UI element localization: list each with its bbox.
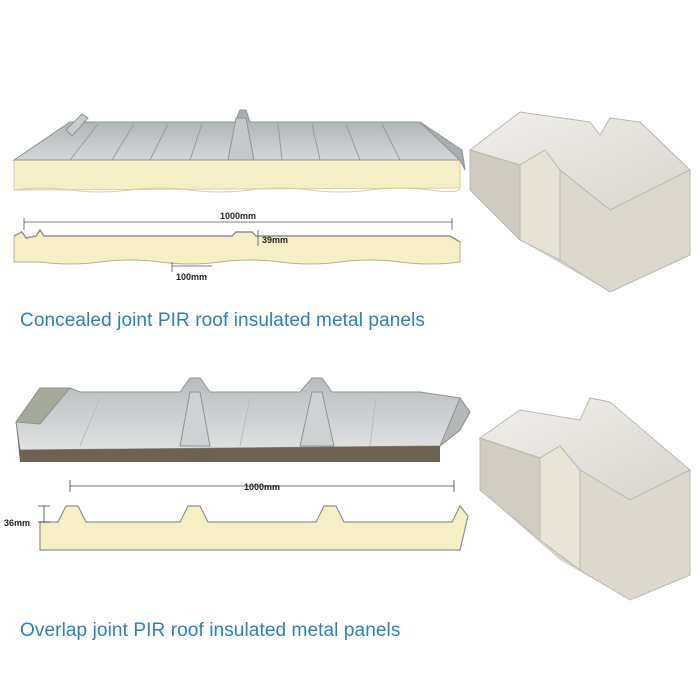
concealed-cross-section	[13, 218, 461, 272]
overlap-height-label: 36mm	[4, 518, 30, 528]
overlap-joint-section: 1000mm 36mm Overlap joint PIR roof insul…	[0, 350, 700, 700]
overlap-panel-3d	[15, 377, 471, 462]
concealed-joint-section: 1000mm 39mm 100mm Concealed joint PIR ro…	[12, 109, 691, 331]
overlap-width-label: 1000mm	[244, 482, 280, 492]
concealed-panel-3d	[12, 109, 466, 193]
concealed-joint-caption: Concealed joint PIR roof insulated metal…	[20, 310, 425, 331]
concealed-rib-label: 100mm	[176, 272, 207, 282]
concealed-width-label: 1000mm	[220, 211, 256, 221]
overlap-joint-illustration: 1000mm 36mm	[4, 377, 691, 601]
concealed-height-label: 39mm	[262, 235, 288, 245]
overlap-joint-caption: Overlap joint PIR roof insulated metal p…	[20, 620, 401, 641]
concealed-block-3d	[468, 111, 691, 293]
overlap-block-3d	[478, 397, 691, 601]
concealed-joint-illustration: 1000mm 39mm 100mm	[12, 109, 691, 293]
overlap-cross-section	[38, 480, 469, 551]
